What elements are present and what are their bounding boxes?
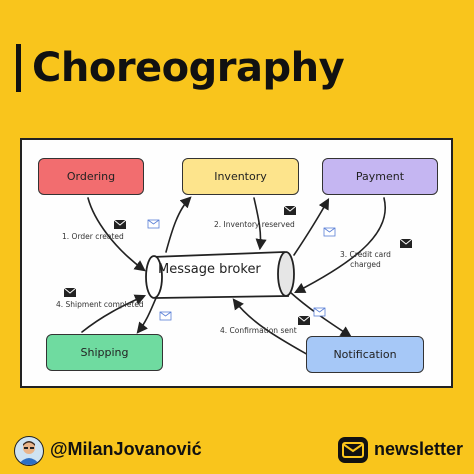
envelope-icon xyxy=(297,315,311,325)
node-notification: Notification xyxy=(306,336,424,373)
arrow-broker-to-inventory xyxy=(165,196,192,253)
node-message-broker: Message broker xyxy=(158,262,261,277)
edge-label-credit-card-charged: 3. Credit card charged xyxy=(340,250,391,270)
edge-label-order-created: 1. Order created xyxy=(62,232,124,241)
message-icon xyxy=(323,227,336,237)
edge-label-inventory-reserved: 2. Inventory reserved xyxy=(214,220,295,229)
arrow-broker-to-shipping xyxy=(136,297,157,334)
arrow-inventory-to-broker xyxy=(253,197,267,251)
arrow-broker-to-payment xyxy=(293,198,330,256)
edge-label-shipment-completed: 4. Shipment completed xyxy=(56,300,144,309)
arrow-payment-to-broker xyxy=(294,197,386,294)
message-icon xyxy=(159,311,172,321)
envelope-icon xyxy=(399,238,413,248)
message-icon xyxy=(147,219,160,229)
edge-label-confirmation-sent: 4. Confirmation sent xyxy=(220,326,297,335)
newsletter-label: newsletter xyxy=(374,439,464,459)
node-ordering: Ordering xyxy=(38,158,144,195)
envelope-icon xyxy=(63,287,77,297)
message-icon xyxy=(313,307,326,317)
node-payment: Payment xyxy=(322,158,438,195)
diagram-arrows xyxy=(63,196,413,357)
node-shipping: Shipping xyxy=(46,334,163,371)
message-broker-cylinder xyxy=(145,251,295,299)
arrow-notification-to-broker xyxy=(232,298,311,357)
envelope-icon xyxy=(283,205,297,215)
avatar xyxy=(14,436,44,466)
arrow-order-to-broker xyxy=(87,197,146,272)
mail-icon xyxy=(338,437,368,463)
envelope-icon xyxy=(113,219,127,229)
edge-label-credit-card-line2: charged xyxy=(350,260,381,269)
node-inventory: Inventory xyxy=(182,158,299,195)
author-handle: @MilanJovanović xyxy=(50,439,202,459)
diagram-card: Ordering Inventory Payment Shipping Noti… xyxy=(20,138,453,388)
page-title: Choreography xyxy=(32,45,345,91)
arrow-shipping-to-broker xyxy=(81,294,147,333)
title-accent-bar xyxy=(16,44,21,92)
footer: @MilanJovanović newsletter xyxy=(0,430,474,470)
edge-label-credit-card-line1: 3. Credit card xyxy=(340,250,391,259)
